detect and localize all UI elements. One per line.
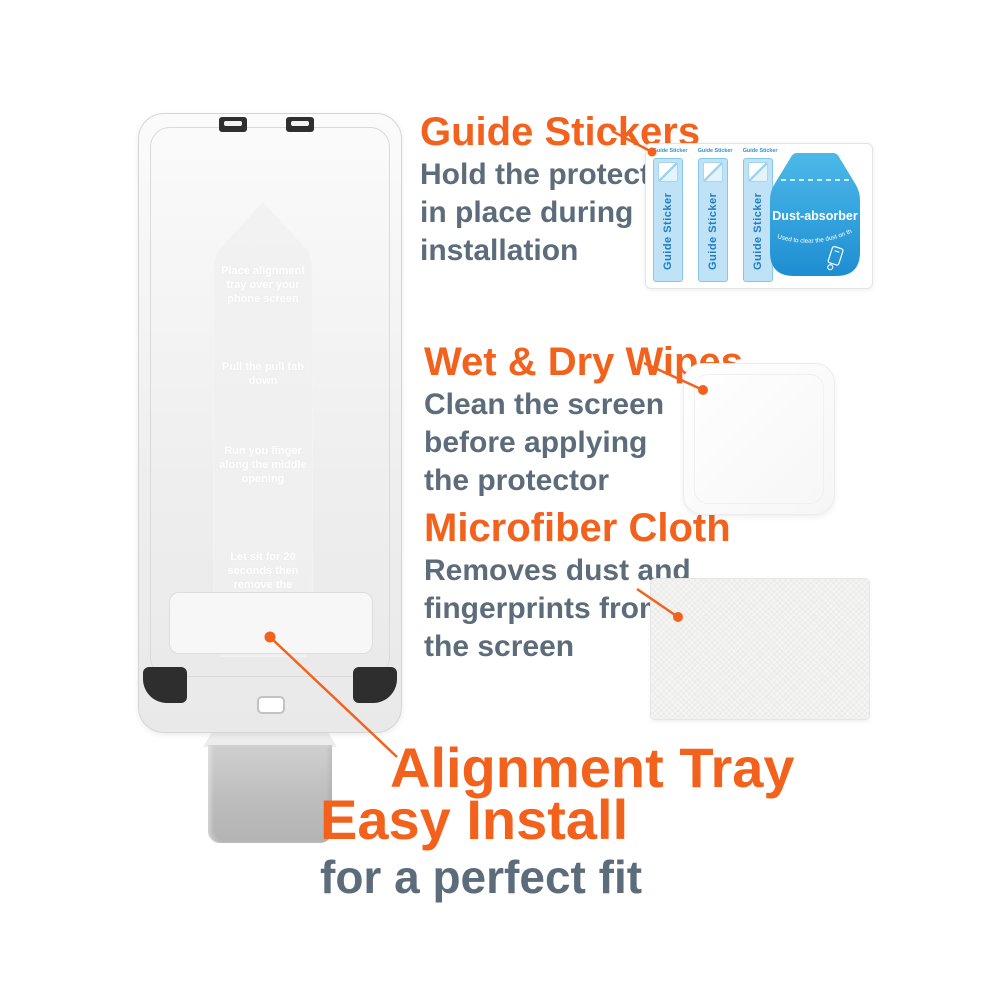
tray-bottom-opening bbox=[169, 592, 373, 654]
callout-body-line: fingerprints from bbox=[424, 592, 666, 625]
guide-sticker-body: Guide Sticker bbox=[653, 158, 683, 282]
tray-instruction-1: Place alignment tray over your phone scr… bbox=[221, 265, 305, 305]
peel-corner-icon bbox=[703, 162, 723, 182]
callout-body-line: the protector bbox=[424, 464, 610, 497]
tray-slot-icon bbox=[257, 696, 285, 714]
phone-wipe-icon bbox=[827, 245, 844, 271]
guide-sticker-top-label: Guide Sticker bbox=[742, 148, 778, 154]
microfiber-cloth bbox=[650, 578, 870, 720]
callout-body-line: the screen bbox=[424, 630, 575, 663]
callout-body-line: Hold the protector bbox=[420, 158, 680, 191]
alignment-tray: Place alignment tray over your phone scr… bbox=[138, 113, 402, 733]
wipe-packet-inner-seal bbox=[694, 374, 824, 504]
wipe-packet bbox=[683, 363, 835, 515]
guide-sticker-label: Guide Sticker bbox=[662, 192, 674, 270]
tray-foot-right bbox=[353, 667, 397, 703]
tray-foot-left bbox=[143, 667, 187, 703]
tray-notch-left-icon bbox=[219, 117, 247, 132]
callout-cloth: Microfiber Cloth Removes dust and finger… bbox=[424, 504, 731, 666]
bottom-headline-line1: Alignment Tray bbox=[390, 736, 795, 799]
tray-instruction-3: Run you finger along the middle opening bbox=[219, 445, 307, 485]
bottom-callout: Alignment Tray Easy Install for a perfec… bbox=[320, 736, 795, 904]
dust-absorber: Dust-absorber Used to clear the dust on … bbox=[763, 148, 860, 276]
guide-sticker-top-label: Guide Sticker bbox=[697, 148, 733, 154]
bottom-headline-line2: Easy Install bbox=[320, 788, 629, 851]
callout-body-line: in place during bbox=[420, 196, 634, 229]
guide-sticker-body: Guide Sticker bbox=[698, 158, 728, 282]
bottom-subline: for a perfect fit bbox=[320, 851, 643, 903]
callout-body-line: Removes dust and bbox=[424, 554, 691, 587]
guide-sticker-label: Guide Sticker bbox=[707, 192, 719, 270]
tray-instruction-2: Pull the pull tab down bbox=[222, 361, 304, 387]
peel-corner-icon bbox=[748, 162, 768, 182]
dust-absorber-label: Dust-absorber bbox=[772, 209, 858, 223]
callout-body-line: before applying bbox=[424, 426, 648, 459]
dust-absorber-shape bbox=[770, 153, 860, 276]
callout-body-line: installation bbox=[420, 234, 579, 267]
peel-corner-icon bbox=[658, 162, 678, 182]
guide-sticker: Guide Sticker Guide Sticker bbox=[741, 148, 778, 284]
guide-sticker-body: Guide Sticker bbox=[743, 158, 773, 282]
guide-sticker: Guide Sticker Guide Sticker bbox=[696, 148, 733, 284]
guide-sticker: Guide Sticker Guide Sticker bbox=[651, 148, 688, 284]
pull-tab bbox=[208, 745, 332, 843]
tray-notch-right-icon bbox=[286, 117, 314, 132]
tray-middle-channel: Place alignment tray over your phone scr… bbox=[213, 202, 313, 657]
callout-heading: Microfiber Cloth bbox=[424, 506, 731, 550]
guide-sticker-top-label: Guide Sticker bbox=[652, 148, 688, 154]
callout-body-line: Clean the screen bbox=[424, 388, 665, 421]
